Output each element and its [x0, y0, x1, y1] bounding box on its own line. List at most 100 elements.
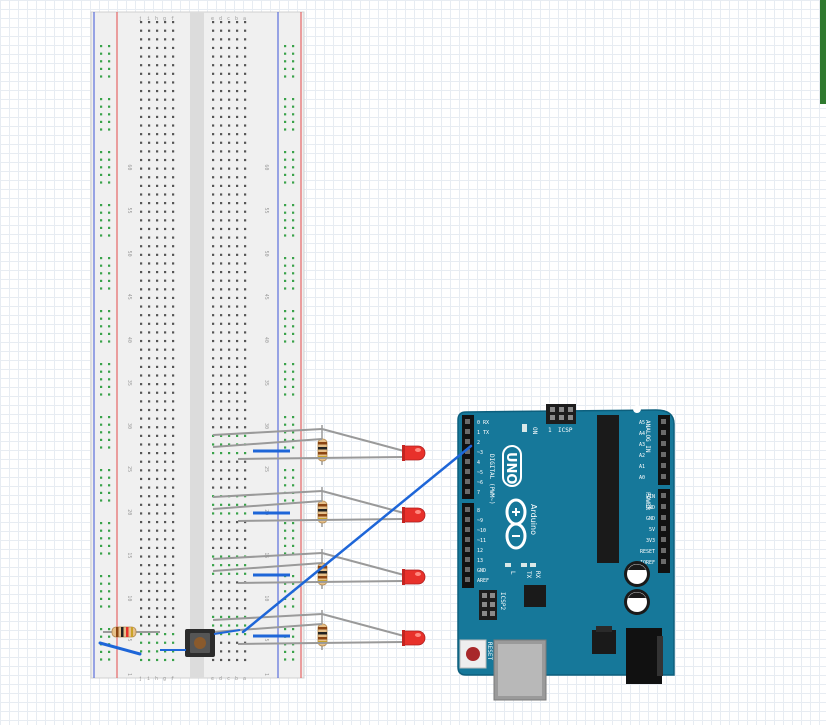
bb-hole	[228, 400, 231, 403]
analog-label: ANALOG IN	[644, 420, 651, 453]
bb-hole	[140, 520, 143, 524]
bb-hole	[140, 227, 143, 231]
bb-hole	[156, 339, 159, 343]
bb-hole	[156, 98, 159, 101]
pushbutton[interactable]	[185, 629, 215, 657]
bb-hole	[172, 331, 175, 334]
bb-hole	[156, 124, 159, 127]
header-pin	[465, 547, 470, 552]
led-lead	[212, 428, 323, 436]
power-pin-label: IOREF	[640, 560, 655, 566]
bb-hole	[140, 495, 143, 498]
bb-hole	[140, 503, 143, 506]
bb-hole	[156, 452, 159, 455]
rail-hole	[284, 75, 287, 78]
bb-hole	[164, 520, 167, 524]
rail-hole	[292, 544, 295, 547]
digital-header-bottom[interactable]	[462, 503, 474, 588]
bb-hole	[220, 150, 223, 153]
rail-hole	[292, 113, 295, 116]
wire-button-to-pin2[interactable]	[241, 444, 473, 634]
bb-hole	[236, 434, 239, 437]
bb-hole	[220, 296, 223, 300]
bb-hole	[236, 296, 239, 300]
bb-hole	[236, 167, 239, 170]
icsp-pin	[490, 611, 495, 616]
pull-down-resistor[interactable]	[103, 626, 160, 638]
bb-hole	[148, 314, 151, 317]
bb-hole	[172, 124, 175, 127]
offscreen-component[interactable]	[820, 0, 826, 104]
bb-hole	[140, 477, 143, 481]
bb-hole	[236, 270, 239, 274]
bb-hole	[148, 331, 151, 334]
bb-hole	[156, 21, 159, 24]
button-wire-right[interactable]	[213, 629, 241, 635]
red-led[interactable]	[403, 630, 426, 646]
bb-hole	[212, 81, 215, 84]
rail-hole	[108, 370, 111, 373]
rail-hole	[284, 317, 287, 320]
bb-hole	[220, 202, 223, 205]
red-led[interactable]	[403, 507, 426, 523]
bb-hole	[236, 322, 239, 325]
bb-hole	[140, 408, 143, 412]
led-lead	[237, 580, 405, 584]
power-pin-label: GND	[646, 516, 655, 522]
rail-hole	[292, 75, 295, 78]
bb-row-number: 10	[263, 595, 269, 601]
bb-column-letter: d	[219, 16, 222, 22]
bb-hole	[212, 357, 215, 360]
ground-wire-button[interactable]	[98, 641, 142, 656]
bb-hole	[172, 460, 175, 463]
bb-hole	[140, 133, 143, 136]
red-led-rim	[402, 507, 405, 523]
bb-hole	[148, 158, 151, 162]
rail-hole	[100, 423, 103, 426]
bb-row-number: 1	[126, 673, 132, 676]
power-pin-label: VIN	[646, 494, 655, 500]
rail-hole	[108, 75, 111, 78]
rail-hole	[108, 211, 111, 214]
rail-hole	[108, 264, 111, 267]
bb-hole	[228, 477, 231, 481]
reset-button[interactable]	[466, 647, 480, 661]
bb-hole	[244, 81, 247, 84]
rail-hole	[100, 469, 103, 472]
header-pin	[661, 419, 666, 424]
dc-power-jack[interactable]	[626, 628, 662, 684]
rail-hole	[100, 158, 103, 161]
bb-hole	[212, 589, 215, 593]
rail-hole	[284, 385, 287, 388]
red-led[interactable]	[403, 569, 426, 585]
bb-column-letter: e	[211, 16, 214, 22]
arduino-uno[interactable]: 0 RX1 TX2~34~5~678~9~10~111213GNDAREFA5A…	[457, 403, 675, 701]
rail-hole	[284, 204, 287, 207]
right-header-pins	[661, 419, 666, 564]
rail-hole	[292, 310, 295, 313]
rail-hole	[284, 105, 287, 108]
bb-hole	[172, 46, 175, 50]
rail-hole	[108, 537, 111, 540]
bb-hole	[172, 150, 175, 153]
bb-hole	[212, 150, 215, 153]
bb-hole	[148, 279, 151, 282]
rail-hole	[292, 120, 295, 123]
rail-hole	[100, 52, 103, 55]
bb-hole	[164, 538, 167, 541]
red-led[interactable]	[403, 445, 426, 461]
bb-row-number: 5	[263, 639, 269, 642]
bb-hole	[228, 443, 231, 446]
led-lead	[321, 490, 405, 514]
bb-hole	[140, 443, 143, 446]
rail-hole	[100, 317, 103, 320]
bb-hole	[172, 141, 175, 144]
bb-hole	[156, 305, 159, 308]
digital-header-top[interactable]	[462, 415, 474, 499]
rail-hole	[108, 279, 111, 282]
bb-hole	[172, 365, 175, 368]
digital-pin-label: 8	[477, 508, 480, 514]
bb-hole	[164, 339, 167, 343]
bb-hole	[164, 305, 167, 308]
breadboard[interactable]: 1155101015152020252530303535404045455050…	[90, 11, 305, 682]
